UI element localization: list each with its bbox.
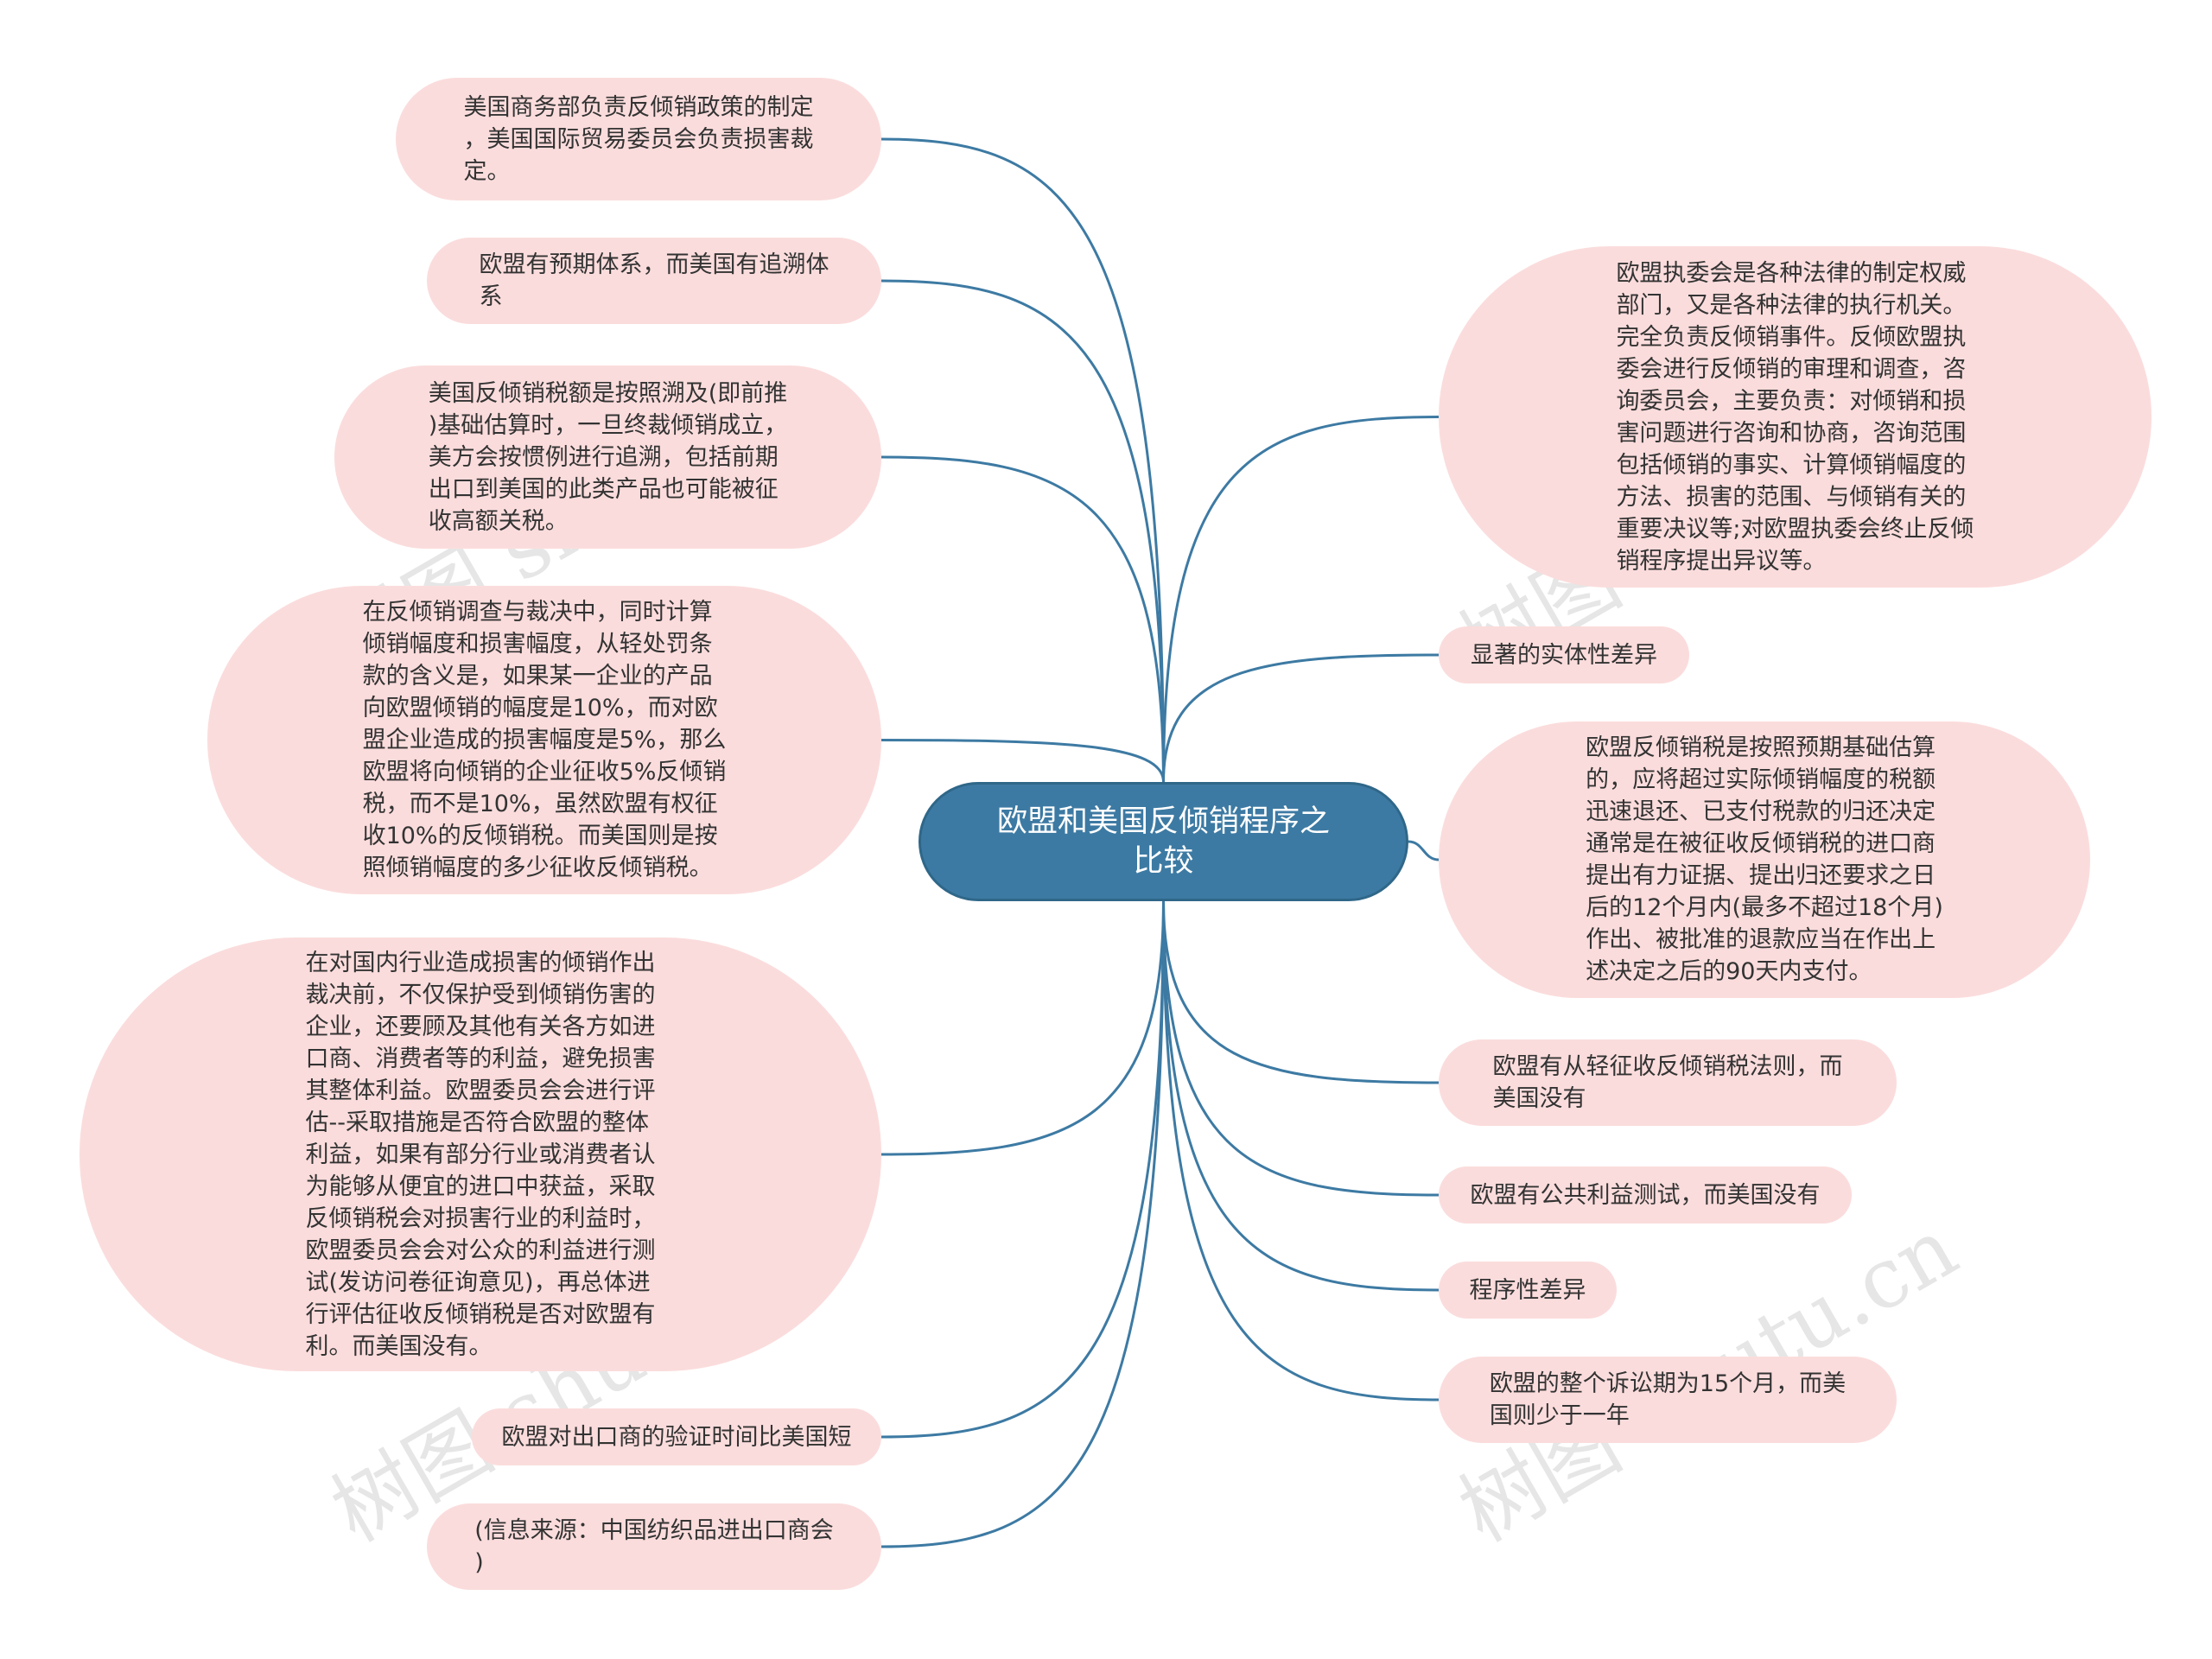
left-topic-5[interactable]: 在对国内行业造成损害的倾销作出 裁决前，不仅保护受到倾销伤害的 企业，还要顾及其… bbox=[79, 938, 881, 1371]
right-topic-2[interactable]: 显著的实体性差异 bbox=[1439, 626, 1689, 683]
right-topic-7[interactable]: 欧盟的整个诉讼期为15个月，而美 国则少于一年 bbox=[1439, 1357, 1897, 1443]
connector-line bbox=[1162, 900, 1440, 1084]
connector-line bbox=[880, 739, 1165, 783]
right-topic-6[interactable]: 程序性差异 bbox=[1439, 1262, 1617, 1319]
topic-label: 美国反倾销税额是按照溯及(即前推 )基础估算时，一旦终裁倾销成立， 美方会按惯例… bbox=[428, 379, 788, 535]
topic-label: 欧盟有预期体系，而美国有追溯体 系 bbox=[479, 251, 830, 310]
topic-label: 程序性差异 bbox=[1469, 1276, 1586, 1304]
topic-label: 显著的实体性差异 bbox=[1471, 641, 1657, 669]
connector-line bbox=[880, 900, 1165, 1548]
connector-line bbox=[880, 455, 1165, 783]
root-topic-label: 欧盟和美国反倾销程序之 比较 bbox=[996, 804, 1330, 879]
topic-label: 欧盟反倾销税是按照预期基础估算 的，应将超过实际倾销幅度的税额 迅速退还、已支付… bbox=[1586, 734, 1943, 985]
connector-line bbox=[1162, 900, 1440, 1292]
topic-label: 欧盟对出口商的验证时间比美国短 bbox=[501, 1423, 852, 1451]
connector-line bbox=[1408, 840, 1440, 861]
left-topic-6[interactable]: 欧盟对出口商的验证时间比美国短 bbox=[472, 1408, 881, 1465]
connector-line bbox=[1162, 416, 1440, 783]
connector-line bbox=[880, 279, 1165, 783]
topic-label: 在对国内行业造成损害的倾销作出 裁决前，不仅保护受到倾销伤害的 企业，还要顾及其… bbox=[305, 949, 656, 1360]
topic-label: 在反倾销调查与裁决中，同时计算 倾销幅度和损害幅度，从轻处罚条 款的含义是，如果… bbox=[362, 599, 727, 881]
topic-label: 欧盟有从轻征收反倾销税法则，而 美国没有 bbox=[1492, 1053, 1843, 1112]
connector-line bbox=[880, 137, 1165, 783]
right-topic-4[interactable]: 欧盟有从轻征收反倾销税法则，而 美国没有 bbox=[1439, 1039, 1897, 1126]
root-topic[interactable]: 欧盟和美国反倾销程序之 比较 bbox=[918, 782, 1408, 901]
connector-line bbox=[880, 900, 1165, 1156]
topic-label: 美国商务部负责反倾销政策的制定 ，美国国际贸易委员会负责损害裁 定。 bbox=[463, 93, 814, 185]
topic-label: 欧盟的整个诉讼期为15个月，而美 国则少于一年 bbox=[1489, 1370, 1847, 1429]
left-topic-7[interactable]: (信息来源：中国纺织品进出口商会 ) bbox=[427, 1503, 881, 1590]
topic-label: (信息来源：中国纺织品进出口商会 ) bbox=[474, 1517, 834, 1576]
connector-line bbox=[1162, 653, 1440, 783]
left-topic-3[interactable]: 美国反倾销税额是按照溯及(即前推 )基础估算时，一旦终裁倾销成立， 美方会按惯例… bbox=[334, 365, 881, 549]
right-topic-5[interactable]: 欧盟有公共利益测试，而美国没有 bbox=[1439, 1166, 1852, 1224]
connector-line bbox=[880, 900, 1165, 1439]
right-topic-1[interactable]: 欧盟执委会是各种法律的制定权威 部门，又是各种法律的执行机关。 完全负责反倾销事… bbox=[1439, 246, 2152, 588]
topic-label: 欧盟有公共利益测试，而美国没有 bbox=[1470, 1181, 1821, 1209]
left-topic-4[interactable]: 在反倾销调查与裁决中，同时计算 倾销幅度和损害幅度，从轻处罚条 款的含义是，如果… bbox=[207, 586, 881, 894]
left-topic-2[interactable]: 欧盟有预期体系，而美国有追溯体 系 bbox=[427, 238, 881, 324]
right-topic-3[interactable]: 欧盟反倾销税是按照预期基础估算 的，应将超过实际倾销幅度的税额 迅速退还、已支付… bbox=[1439, 721, 2090, 998]
connector-line bbox=[1162, 900, 1440, 1402]
connector-line bbox=[1162, 900, 1440, 1197]
topic-label: 欧盟执委会是各种法律的制定权威 部门，又是各种法律的执行机关。 完全负责反倾销事… bbox=[1616, 259, 1974, 575]
left-topic-1[interactable]: 美国商务部负责反倾销政策的制定 ，美国国际贸易委员会负责损害裁 定。 bbox=[396, 78, 881, 200]
